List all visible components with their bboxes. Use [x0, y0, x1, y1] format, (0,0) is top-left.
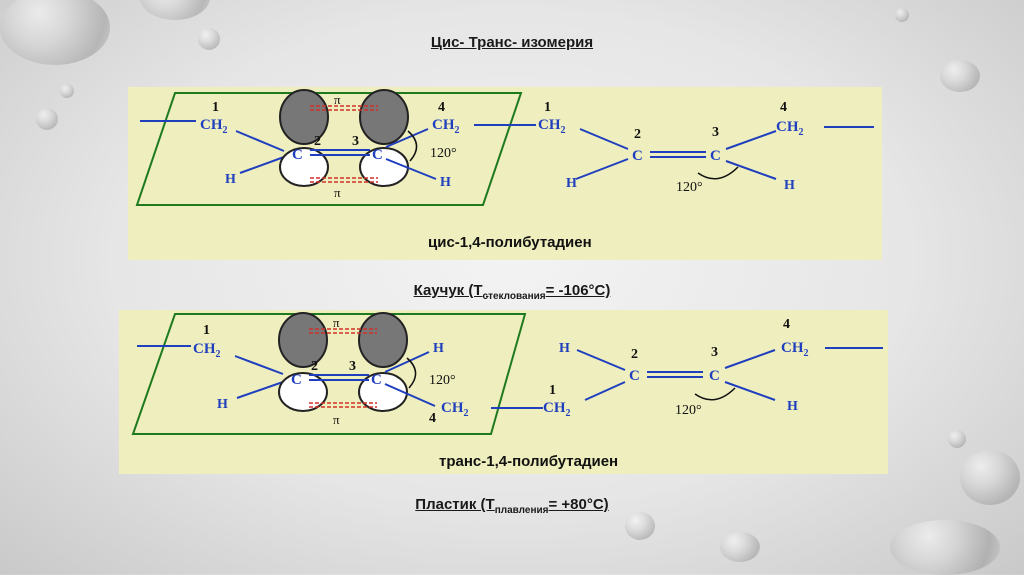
ch2-group: CH2 — [441, 400, 469, 419]
water-drop-decoration — [940, 60, 980, 92]
carbon-atom: C — [709, 368, 720, 384]
trans-caption: транс-1,4-полибутадиен — [439, 453, 619, 470]
bond — [239, 156, 285, 174]
molecular-plane — [135, 92, 523, 206]
carbon-atom: C — [291, 372, 302, 388]
water-drop-decoration — [60, 84, 74, 98]
hydrogen-atom: H — [784, 178, 795, 193]
atom-number: 2 — [631, 347, 638, 362]
water-drop-decoration — [625, 512, 655, 540]
carbon-atom: C — [710, 148, 721, 164]
ch2-group: CH2 — [543, 400, 571, 419]
water-drop-decoration — [960, 450, 1020, 505]
rubber-label: Каучук (Тстеклования= -106°С) — [413, 282, 611, 302]
atom-number: 1 — [203, 323, 210, 338]
cis-panel: 1 CH2 H 2 C 3 C π π 4 CH2 H 120° 1 CH2 H… — [128, 87, 882, 260]
atom-number: 2 — [314, 134, 321, 149]
ch2-group: CH2 — [193, 341, 221, 360]
p-orbital-lobe — [279, 147, 329, 187]
pi-bond-label: π — [333, 315, 340, 330]
bond-angle: 120° — [676, 180, 703, 195]
carbon-atom: C — [629, 368, 640, 384]
water-drop-decoration — [948, 430, 966, 448]
water-drop-decoration — [720, 532, 760, 562]
bond-angle: 120° — [675, 403, 702, 418]
atom-number: 1 — [549, 383, 556, 398]
atom-number: 3 — [712, 125, 719, 140]
molecular-plane — [131, 313, 527, 435]
trans-structure-diagram: 1 CH2 H 2 C 3 C π π H 120° 4 CH2 H 1 CH2… — [131, 312, 883, 435]
ch2-group: CH2 — [538, 117, 566, 136]
bond-angle: 120° — [430, 146, 457, 161]
carbon-atom: C — [371, 372, 382, 388]
atom-number: 4 — [780, 100, 787, 115]
bond — [235, 130, 285, 152]
ch2-group: CH2 — [432, 117, 460, 136]
carbon-atom: C — [292, 147, 303, 163]
slide-title: Цис- Транс- изомерия — [430, 34, 594, 51]
p-orbital-lobe — [279, 89, 329, 145]
hydrogen-atom: H — [787, 399, 798, 414]
water-drop-decoration — [36, 108, 58, 130]
cis-structure-diagram: 1 CH2 H 2 C 3 C π π 4 CH2 H 120° 1 CH2 H… — [135, 89, 874, 206]
atom-number: 4 — [783, 317, 790, 332]
atom-number: 4 — [438, 100, 445, 115]
atom-number: 2 — [634, 127, 641, 142]
atom-number: 3 — [349, 359, 356, 374]
atom-number: 4 — [429, 411, 436, 426]
ch2-group: CH2 — [781, 340, 809, 359]
p-orbital-lobe — [278, 372, 328, 412]
hydrogen-atom: H — [225, 172, 236, 187]
p-orbital-lobe — [358, 312, 408, 368]
atom-number: 2 — [311, 359, 318, 374]
trans-panel: 1 CH2 H 2 C 3 C π π H 120° 4 CH2 H 1 CH2… — [119, 310, 888, 474]
atom-number: 3 — [352, 134, 359, 149]
atom-number: 3 — [711, 345, 718, 360]
ch2-group: CH2 — [200, 117, 228, 136]
ch2-group: CH2 — [776, 119, 804, 138]
atom-number: 1 — [212, 100, 219, 115]
water-drop-decoration — [0, 0, 110, 65]
pi-bond-label: π — [334, 185, 341, 200]
bond-angle: 120° — [429, 373, 456, 388]
carbon-atom: C — [632, 148, 643, 164]
p-orbital-lobe — [359, 89, 409, 145]
plastic-label: Пластик (Тплавления= +80°С) — [415, 496, 609, 516]
carbon-atom: C — [372, 147, 383, 163]
hydrogen-atom: H — [433, 341, 444, 356]
cis-caption: цис-1,4-полибутадиен — [428, 234, 592, 251]
pi-bond-label: π — [334, 92, 341, 107]
water-drop-decoration — [890, 520, 1000, 575]
atom-number: 1 — [544, 100, 551, 115]
water-drop-decoration — [140, 0, 210, 20]
hydrogen-atom: H — [440, 175, 451, 190]
p-orbital-lobe — [278, 312, 328, 368]
hydrogen-atom: H — [217, 397, 228, 412]
pi-bond-label: π — [333, 412, 340, 427]
hydrogen-atom: H — [566, 176, 577, 191]
hydrogen-atom: H — [559, 341, 570, 356]
water-drop-decoration — [895, 8, 909, 22]
p-orbital-lobe — [358, 372, 408, 412]
p-orbital-lobe — [359, 147, 409, 187]
water-drop-decoration — [198, 28, 220, 50]
